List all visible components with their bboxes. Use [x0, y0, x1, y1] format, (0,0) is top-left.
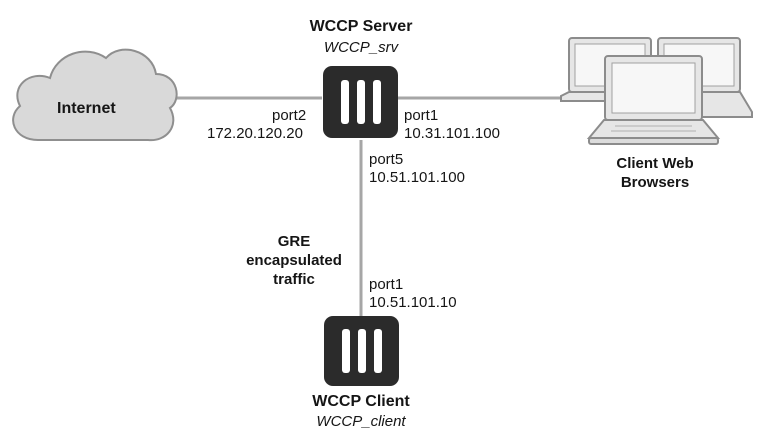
browsers-label-line2: Browsers: [620, 174, 690, 191]
server-port2-ip: 172.20.120.20: [207, 125, 303, 142]
server-port1-name: port1: [404, 107, 439, 124]
client-port1-name: port1: [369, 276, 404, 293]
fortigate-server-icon: [323, 66, 398, 138]
server-name: WCCP_srv: [323, 39, 399, 56]
fortigate-client-icon: [324, 316, 399, 386]
client-name: WCCP_client: [316, 413, 406, 430]
gre-label-line2: encapsulated: [246, 252, 342, 269]
cloud-icon: [12, 48, 178, 142]
laptop-front: [586, 55, 721, 145]
client-port1-ip: 10.51.101.10: [369, 294, 457, 311]
gre-label-line1: GRE: [277, 233, 311, 250]
server-port2-name: port2: [272, 107, 307, 124]
server-port5-ip: 10.51.101.100: [369, 169, 465, 186]
client-title: WCCP Client: [312, 393, 410, 410]
server-port5-name: port5: [369, 151, 404, 168]
browsers-label-line1: Client Web: [616, 155, 694, 172]
server-port1-ip: 10.31.101.100: [404, 125, 500, 142]
laptops-icon: [560, 37, 753, 145]
server-title: WCCP Server: [309, 18, 413, 35]
gre-label-line3: traffic: [273, 271, 315, 288]
cloud-label: Internet: [57, 100, 116, 117]
